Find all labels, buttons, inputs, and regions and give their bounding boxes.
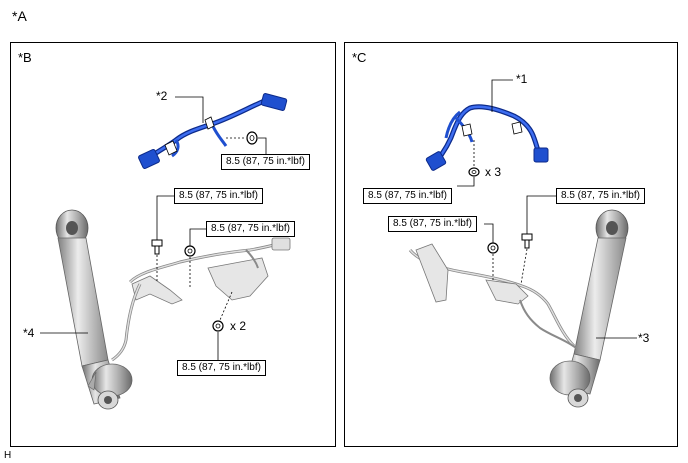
callout-shock-absorber-3: *3 [638,331,650,345]
callout-wire-harness-2: *2 [156,89,168,103]
wire-harness-1 [425,104,549,171]
bracket-b [111,237,291,362]
nut-c-harness [468,167,480,177]
nut-c-left [487,242,499,254]
quantity-c-nut: x 3 [485,165,502,179]
figure-label: *A [12,8,27,24]
torque-spec-b-bolt-right: 8.5 (87, 75 in.*lbf) [206,221,295,237]
torque-spec-b-wire: 8.5 (87, 75 in.*lbf) [221,154,310,170]
panel-c-label: *C [352,50,367,65]
callout-shock-absorber-4: *4 [23,326,35,340]
callout-wire-harness-1: *1 [516,72,528,86]
bolt-b-right [184,245,196,257]
shock-absorber-3 [549,209,629,408]
footer-mark: H [4,450,12,461]
torque-spec-c-bolt-left: 8.5 (87, 75 in.*lbf) [388,216,477,232]
nut-b-bottom [212,320,224,332]
bolt-c-right [521,233,533,249]
wire-harness-2 [138,93,288,169]
bolt-b-left [151,239,163,255]
quantity-b-nut: x 2 [230,319,247,333]
shock-absorber-4 [55,209,133,410]
torque-spec-c-wire: 8.5 (87, 75 in.*lbf) [363,188,452,204]
bracket-c [408,243,577,349]
torque-spec-b-nut: 8.5 (87, 75 in.*lbf) [177,360,266,376]
torque-spec-c-bolt-right: 8.5 (87, 75 in.*lbf) [556,188,645,204]
torque-spec-b-bolt-left: 8.5 (87, 75 in.*lbf) [174,188,263,204]
panel-b-label: *B [18,50,32,65]
nut-b-harness [246,131,258,145]
